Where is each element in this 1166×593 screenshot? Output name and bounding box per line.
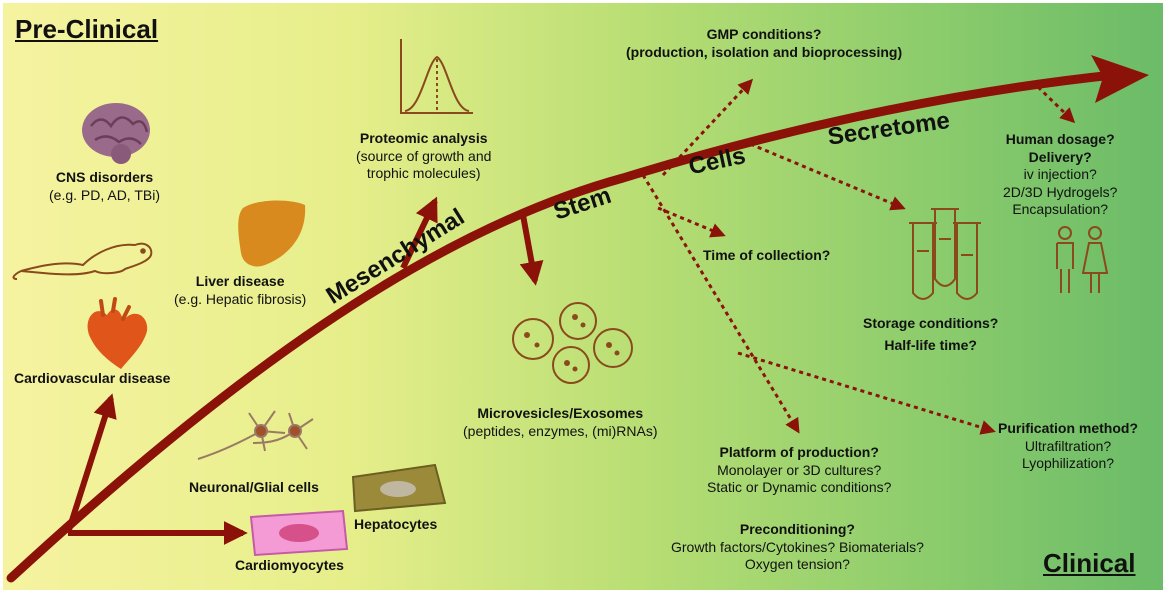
human-line1: Human dosage? — [1005, 131, 1115, 147]
platform-label: Platform of production? Monolayer or 3D … — [707, 444, 891, 497]
preconditioning-line2: Oxygen tension? — [744, 556, 850, 572]
main-arrow-head — [1091, 55, 1149, 103]
purification-label: Purification method? Ultrafiltration? Ly… — [998, 420, 1138, 473]
liver-title: Liver disease — [195, 273, 285, 289]
human-line4: 2D/3D Hydrogels? — [1003, 183, 1118, 200]
neurons-icon — [197, 410, 314, 460]
dotted-arrow-storage — [742, 139, 906, 211]
gmp-title: GMP conditions? — [706, 26, 822, 42]
neuronal-label: Neuronal/Glial cells — [189, 479, 319, 495]
dotted-arrow-human — [1036, 85, 1076, 124]
cardio-label: Cardiovascular disease — [14, 370, 171, 386]
proteomic-title: Proteomic analysis — [359, 130, 488, 146]
human-line3: iv injection? — [1023, 166, 1097, 182]
branch-arrow-microvesicles — [519, 214, 544, 286]
rat-icon — [12, 242, 153, 280]
purification-line1: Ultrafiltration? — [1024, 437, 1112, 454]
people-icon — [1056, 226, 1109, 293]
human-label: Human dosage? Delivery? iv injection? 2D… — [1003, 131, 1117, 219]
storage-line1: Storage conditions? — [863, 315, 999, 331]
proteomic-label: Proteomic analysis (source of growth and… — [356, 130, 491, 183]
cardiomyocyte-icon — [249, 509, 349, 557]
cns-label: CNS disorders (e.g. PD, AD, TBi) — [49, 169, 160, 204]
clinical-label: Clinical — [1043, 548, 1136, 578]
hepatocyte-icon — [351, 463, 447, 513]
platform-line1: Monolayer or 3D cultures? — [717, 461, 882, 478]
dotted-arrow-time — [657, 206, 726, 238]
human-line5: Encapsulation? — [1012, 201, 1109, 217]
dotted-arrow-gmp — [661, 78, 754, 177]
hepatocytes-label: Hepatocytes — [354, 516, 438, 532]
bell-curve-icon — [400, 39, 473, 114]
platform-title: Platform of production? — [719, 444, 879, 460]
translation-diagram: Pre-Clinical Clinical Mesenchymal Stem C… — [3, 3, 1163, 590]
time-collection-label: Time of collection? — [703, 247, 831, 263]
storage-line2: Half-life time? — [884, 336, 977, 353]
diagram-graphics — [6, 39, 1149, 583]
preclinical-label: Pre-Clinical — [15, 14, 159, 44]
liver-detail: (e.g. Hepatic fibrosis) — [174, 290, 307, 307]
branch-arrow-proteomic — [400, 196, 438, 270]
gmp-label: GMP conditions? (production, isolation a… — [626, 26, 902, 61]
storage-label: Storage conditions? Half-life time? — [863, 315, 998, 354]
dotted-arrow-platform — [641, 174, 800, 434]
proteomic-line2: trophic molecules) — [366, 165, 481, 181]
platform-line2: Static or Dynamic conditions? — [707, 479, 892, 495]
purification-line2: Lyophilization? — [1021, 455, 1115, 471]
microvesicles-label: Microvesicles/Exosomes (peptides, enzyme… — [463, 405, 658, 440]
gmp-detail: (production, isolation and bioprocessing… — [626, 43, 903, 60]
preconditioning-line1: Growth factors/Cytokines? Biomaterials? — [671, 538, 924, 555]
brain-icon — [82, 103, 150, 164]
liver-icon — [238, 200, 306, 267]
proteomic-line1: (source of growth and — [356, 147, 492, 164]
branch-arrows — [65, 196, 544, 545]
purification-title: Purification method? — [998, 420, 1138, 436]
branch-arrow-cardio — [65, 393, 117, 534]
microvesicles-detail: (peptides, enzymes, (mi)RNAs) — [463, 422, 658, 439]
dotted-arrows — [641, 78, 1076, 435]
dotted-arrow-purification — [737, 351, 996, 435]
preconditioning-label: Preconditioning? Growth factors/Cytokine… — [671, 521, 924, 574]
human-line2: Delivery? — [1028, 148, 1092, 165]
liver-label: Liver disease (e.g. Hepatic fibrosis) — [174, 273, 306, 308]
cardiomyocytes-label: Cardiomyocytes — [235, 557, 344, 573]
cns-detail: (e.g. PD, AD, TBi) — [49, 186, 160, 203]
test-tubes-icon — [909, 208, 981, 300]
microvesicles-icon — [512, 302, 633, 384]
preconditioning-title: Preconditioning? — [739, 521, 855, 537]
main-arrow-shaft — [6, 70, 1118, 583]
heart-icon — [87, 297, 148, 369]
microvesicles-title: Microvesicles/Exosomes — [477, 405, 644, 421]
cns-title: CNS disorders — [55, 169, 154, 185]
